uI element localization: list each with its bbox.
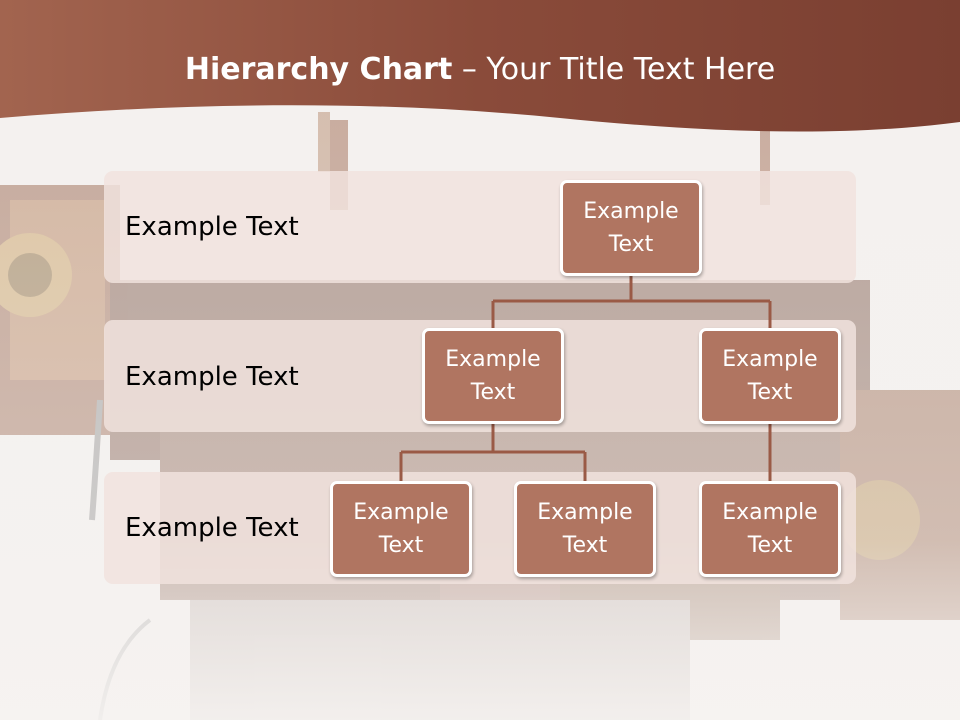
title-separator: – bbox=[452, 52, 487, 87]
level-band-1 bbox=[104, 171, 856, 283]
title-rest: Your Title Text Here bbox=[486, 52, 776, 87]
org-node-label: Example Text bbox=[537, 500, 633, 558]
connector-root bbox=[491, 275, 772, 330]
org-node-root-label: Example Text bbox=[583, 199, 679, 257]
org-node-level2-left[interactable]: Example Text bbox=[422, 328, 564, 424]
connector-left-branch bbox=[399, 423, 587, 482]
org-node-label: Example Text bbox=[353, 500, 449, 558]
org-node-label: Example Text bbox=[722, 500, 818, 558]
org-node-label: Example Text bbox=[445, 347, 541, 405]
title-bold: Hierarchy Chart bbox=[184, 52, 453, 87]
header-band bbox=[0, 0, 960, 132]
org-node-level3-2[interactable]: Example Text bbox=[514, 481, 656, 577]
org-node-level3-1[interactable]: Example Text bbox=[330, 481, 472, 577]
org-node-level3-3[interactable]: Example Text bbox=[699, 481, 841, 577]
level-label-2: Example Text bbox=[125, 362, 299, 392]
slide-title: Hierarchy Chart – Your Title Text Here bbox=[0, 52, 960, 87]
level-label-1: Example Text bbox=[125, 212, 299, 242]
org-node-root[interactable]: Example Text bbox=[560, 180, 702, 276]
org-node-level2-right[interactable]: Example Text bbox=[699, 328, 841, 424]
level-label-3: Example Text bbox=[125, 513, 299, 543]
org-node-label: Example Text bbox=[722, 347, 818, 405]
